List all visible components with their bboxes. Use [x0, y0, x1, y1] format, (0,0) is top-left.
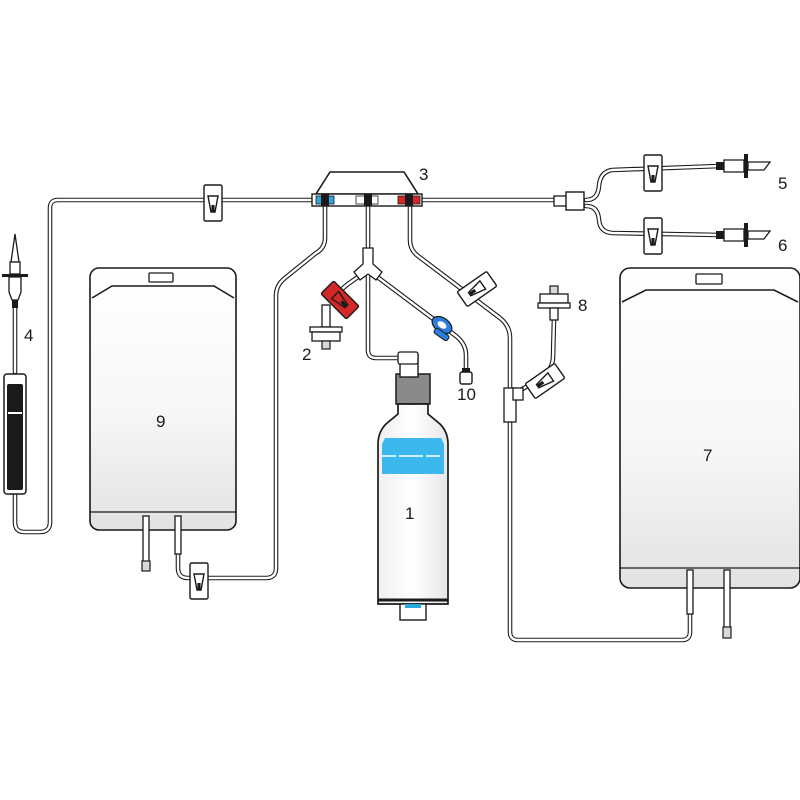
bag-right: [619, 267, 800, 639]
spike-right-top: [716, 154, 772, 178]
elbow-connector: [397, 351, 419, 365]
label-bag-right: 7: [703, 446, 713, 465]
y-connector: [553, 191, 585, 211]
filter-right: [537, 285, 571, 321]
label-port: 10: [457, 385, 476, 404]
bag-left: [89, 267, 237, 572]
label-bottle: 1: [405, 504, 415, 523]
blue-slide-clip: [431, 315, 453, 342]
label-spike-right-top: 5: [778, 174, 788, 193]
y-junction: [353, 247, 383, 281]
label-manifold: 3: [419, 165, 429, 184]
filter-left: [309, 304, 343, 350]
red-port: [397, 194, 421, 206]
white-port: [355, 194, 379, 206]
label-filter-right: 8: [578, 296, 588, 315]
roller-clamp-spike-6: [643, 217, 663, 255]
roller-clamp-bag-9: [189, 562, 209, 600]
red-clamp: [320, 280, 360, 320]
roller-clamp-filter-8: [524, 362, 566, 400]
bottle: [377, 354, 449, 621]
label-filter-left: 2: [302, 345, 312, 364]
manifold: [311, 171, 423, 207]
port-cap: [459, 368, 473, 385]
label-bag-left: 9: [156, 412, 166, 431]
cyan-port: [315, 194, 335, 206]
spike-right-bottom: [716, 223, 772, 247]
roller-clamp-left-line: [203, 184, 223, 222]
spike-left: [2, 233, 28, 495]
t-connector: [503, 387, 524, 423]
roller-clamp-spike-5: [643, 154, 663, 192]
label-spike-left: 4: [24, 326, 34, 345]
label-spike-right-bottom: 6: [778, 236, 788, 255]
